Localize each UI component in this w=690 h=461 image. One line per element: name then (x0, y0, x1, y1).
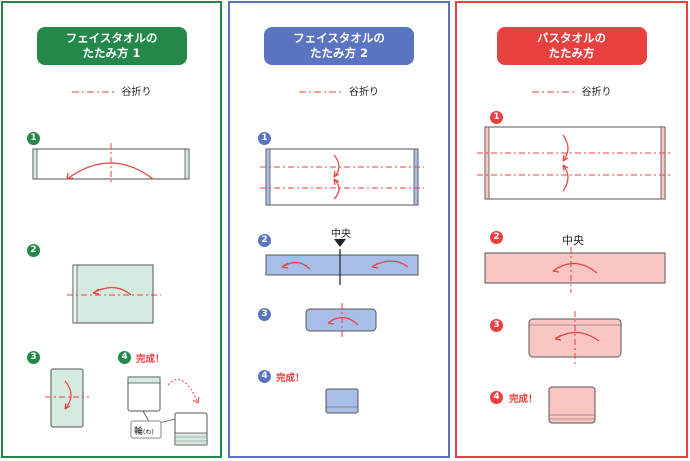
towel-step-3 (305, 303, 377, 337)
step-1-badge: 1 (258, 132, 271, 145)
panel-face-towel-2: フェイスタオルの たたみ方 2 谷折り 1 2 3 4 完成！ 中央 (228, 1, 450, 458)
panel-title: フェイスタオルの たたみ方 2 (264, 27, 414, 65)
step-4-badge: 4 (490, 391, 503, 404)
towel-step-4 (548, 386, 596, 424)
step-3-badge: 3 (258, 308, 271, 321)
towel-step-2 (484, 247, 666, 293)
towel-step-2 (265, 239, 419, 285)
step-2-badge: 2 (258, 234, 271, 247)
step-2-badge: 2 (490, 231, 503, 244)
down-triangle-icon (334, 239, 346, 247)
valley-fold-line-icon (71, 91, 116, 93)
wa-label: 輪(わ) (134, 427, 154, 437)
fold-diagram (32, 143, 208, 446)
step-3-badge: 3 (490, 319, 503, 332)
panel-face-towel-1: フェイスタオルの たたみ方 1 谷折り 1 2 3 4 完成！ (1, 1, 222, 458)
valley-fold-line-icon (531, 91, 576, 93)
step-1-badge: 1 (27, 132, 40, 145)
panel-title: フェイスタオルの たたみ方 1 (36, 27, 187, 65)
step-4-badge: 4 (118, 351, 131, 364)
done-label: 完成！ (509, 394, 538, 405)
towel-step-2 (67, 264, 161, 324)
towel-step-3 (45, 368, 89, 428)
valley-fold-line-icon (299, 91, 343, 93)
towel-step-3 (528, 311, 622, 365)
dotted-arrow-icon (167, 379, 199, 404)
done-label: 完成！ (276, 373, 305, 384)
panel-title: バスタオルの たたみ方 (496, 27, 647, 65)
towel-step-1 (32, 143, 190, 185)
step-2-badge: 2 (27, 244, 40, 257)
legend-valley-fold: 谷折り (3, 83, 220, 98)
towel-step-1 (260, 148, 424, 206)
panel-bath-towel: バスタオルの たたみ方 谷折り 1 2 3 4 完成！ 中央 (455, 1, 688, 458)
towel-step-4 (325, 388, 359, 414)
fold-diagram (477, 126, 673, 424)
towel-step-1 (477, 126, 673, 200)
legend-valley-fold: 谷折り (457, 83, 686, 98)
step-4-badge: 4 (258, 370, 271, 383)
center-label: 中央 (562, 234, 584, 247)
wa-label-box (130, 420, 162, 439)
towel-step-4 (127, 376, 208, 446)
legend-valley-fold: 谷折り (230, 83, 448, 98)
step-1-badge: 1 (490, 111, 503, 124)
step-3-badge: 3 (27, 351, 40, 364)
center-label: 中央 (331, 229, 351, 240)
done-label: 完成！ (136, 354, 165, 365)
fold-diagram (260, 148, 424, 414)
